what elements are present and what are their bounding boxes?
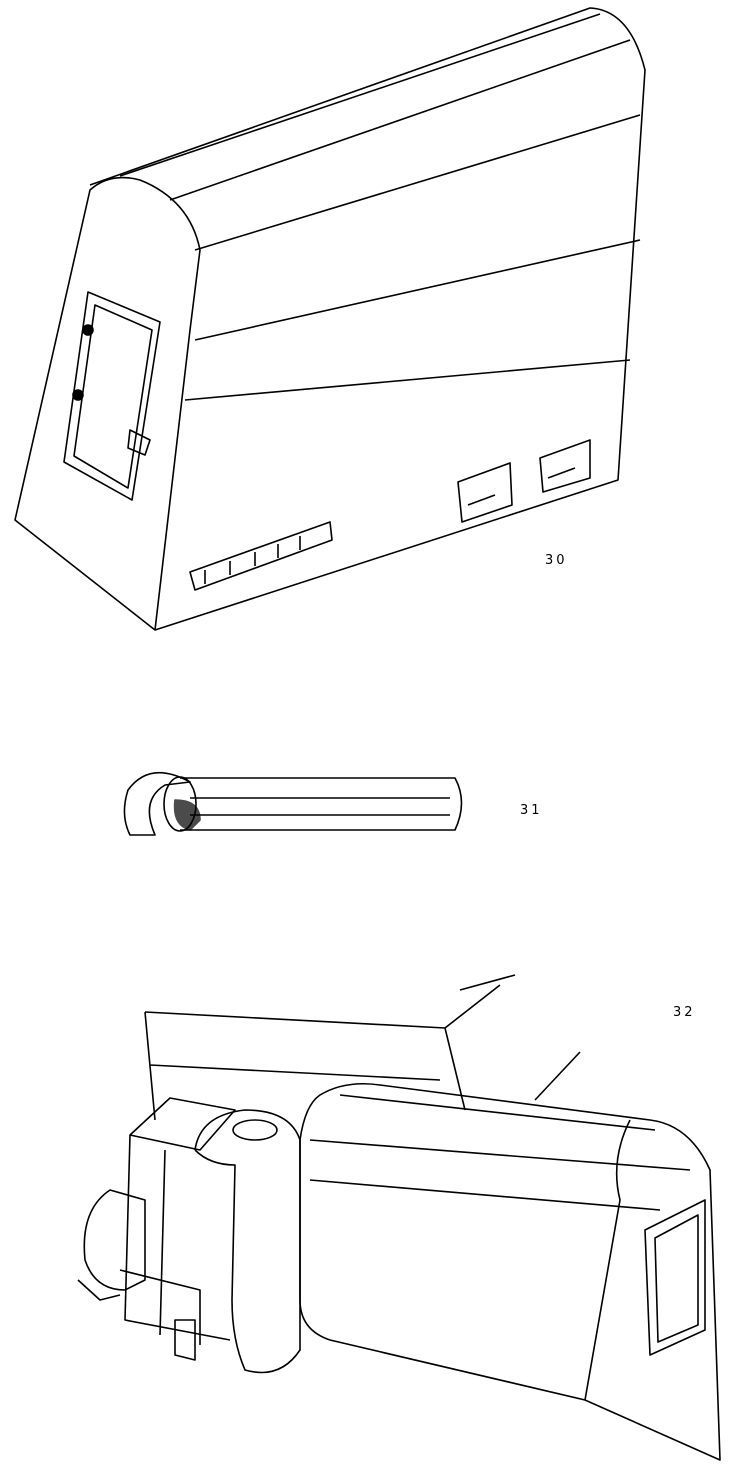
roof-line	[194, 239, 641, 341]
housing-front-face	[14, 176, 201, 631]
column-opening	[232, 1119, 278, 1141]
figure-label-32: 32	[673, 1005, 696, 1020]
door-hinge	[72, 389, 84, 401]
end-door	[644, 1199, 706, 1356]
door-hinge	[82, 324, 94, 336]
clamp-shading	[173, 799, 201, 831]
housing-body	[89, 7, 646, 631]
vent-slots	[204, 536, 301, 584]
figure-32-assembly	[77, 974, 721, 1461]
figure-label-31: 31	[520, 803, 543, 818]
roof-line	[119, 13, 601, 177]
housing-end-face	[584, 1119, 631, 1401]
roof-line	[169, 39, 631, 201]
vertical-column	[194, 1109, 301, 1374]
access-hatch	[457, 462, 513, 523]
figure-31-cylinder	[123, 771, 463, 836]
figure-label-30: 30	[545, 553, 568, 568]
motor-cylinder	[77, 1189, 146, 1301]
side-box	[124, 1097, 236, 1341]
door-handle	[127, 429, 151, 456]
front-door	[63, 291, 161, 501]
vent-grille	[189, 521, 333, 591]
cylinder-clamp	[123, 771, 191, 836]
roof-line	[194, 114, 641, 251]
access-hatch	[539, 439, 591, 493]
roof-line	[184, 359, 631, 401]
rear-housing	[144, 984, 501, 1121]
cylinder-body	[180, 777, 463, 831]
main-housing	[299, 1082, 721, 1461]
figure-30-housing	[14, 7, 646, 631]
